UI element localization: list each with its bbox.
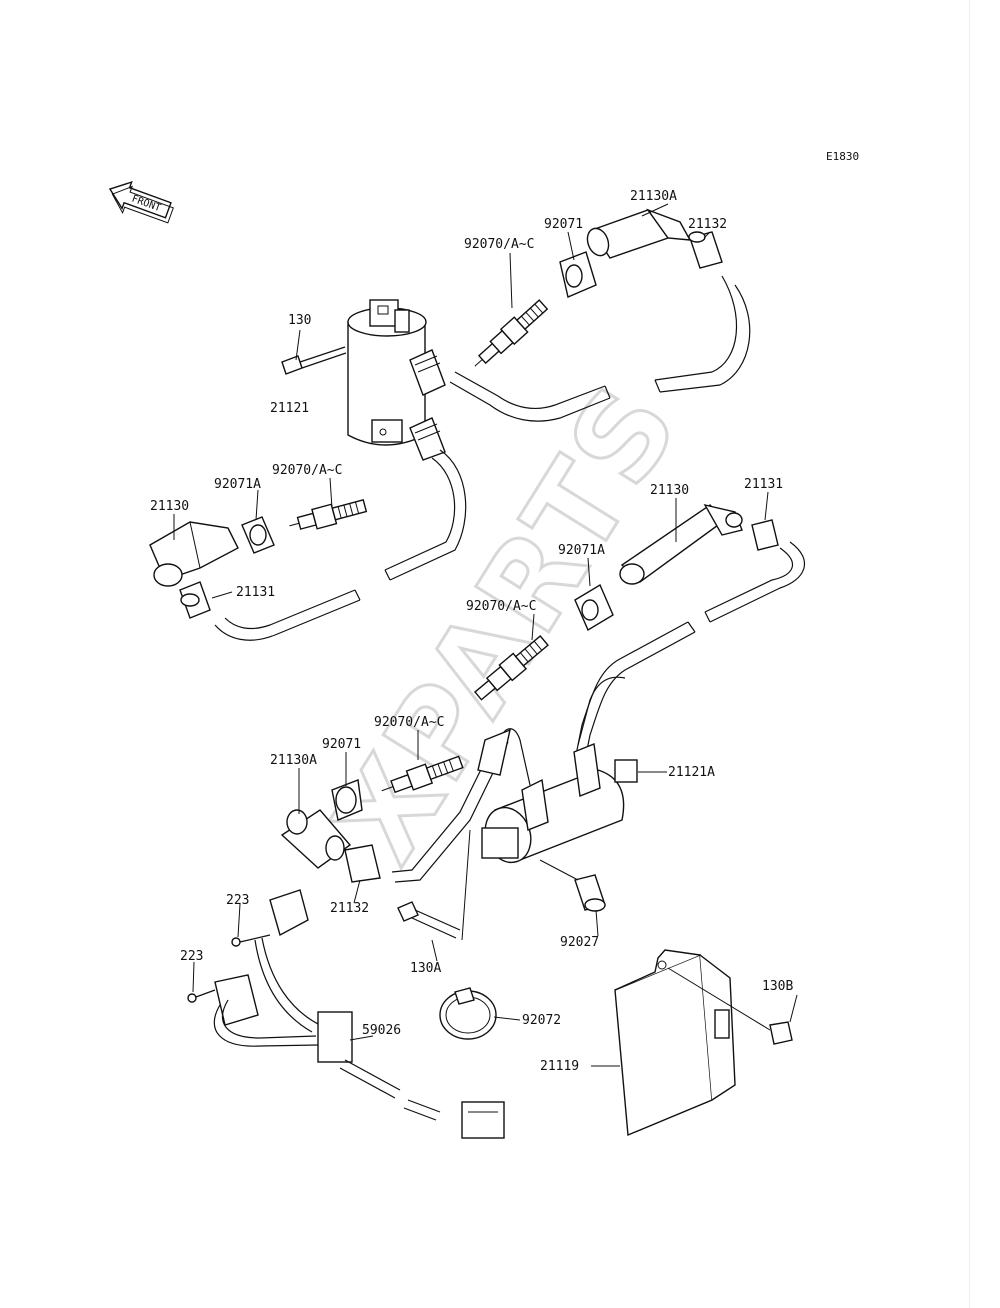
label-92070-left: 92070/A~C (272, 463, 342, 478)
upper-right-plug-cable (449, 208, 751, 422)
left-plug-cable (149, 449, 467, 641)
label-21130A-top: 21130A (630, 189, 677, 204)
clamp-92072-icon (439, 987, 497, 1040)
bolt-130-icon (281, 346, 347, 375)
right-plug-cable (474, 503, 805, 761)
diagram-code: E1830 (826, 150, 859, 163)
ignition-coil-21121A (391, 676, 638, 883)
leader-lines (173, 203, 769, 1067)
label-21131-left: 21131 (236, 585, 275, 600)
label-92070-bottom: 92070/A~C (374, 715, 444, 730)
label-21121: 21121 (270, 401, 309, 416)
label-21130-right: 21130 (650, 483, 689, 498)
label-21132-bottom: 21132 (330, 901, 369, 916)
front-arrow-icon: FRONT (108, 180, 174, 224)
pickup-coil-harness-59026 (213, 889, 505, 1139)
bolt-130A-icon (397, 829, 471, 941)
label-130A: 130A (410, 961, 441, 976)
screw-223-b-icon (187, 989, 216, 1003)
screw-223-a-icon (231, 934, 271, 947)
label-21132-top: 21132 (688, 217, 727, 232)
collar-92027-icon (539, 859, 606, 912)
label-223-b: 223 (180, 949, 203, 964)
label-21130-left: 21130 (150, 499, 189, 514)
label-21131-right: 21131 (744, 477, 783, 492)
lower-plug-cable (280, 755, 464, 883)
label-59026: 59026 (362, 1023, 401, 1038)
label-21130A-bottom: 21130A (270, 753, 317, 768)
label-92027: 92027 (560, 935, 599, 950)
label-92071-bottom: 92071 (322, 737, 361, 752)
igniter-21119 (614, 949, 771, 1137)
label-92071-top: 92071 (544, 217, 583, 232)
label-92070-right: 92070/A~C (466, 599, 536, 614)
page-edge-line (969, 0, 970, 1308)
ignition-coil-21121 (347, 299, 446, 461)
label-130B: 130B (762, 979, 793, 994)
label-92070-top: 92070/A~C (464, 237, 534, 252)
label-21119: 21119 (540, 1059, 579, 1074)
label-92071A-right: 92071A (558, 543, 605, 558)
label-130: 130 (288, 313, 311, 328)
bolt-130B-icon (769, 994, 798, 1045)
label-21121A: 21121A (668, 765, 715, 780)
label-92071A-left: 92071A (214, 477, 261, 492)
label-92072: 92072 (522, 1013, 561, 1028)
label-223-a: 223 (226, 893, 249, 908)
